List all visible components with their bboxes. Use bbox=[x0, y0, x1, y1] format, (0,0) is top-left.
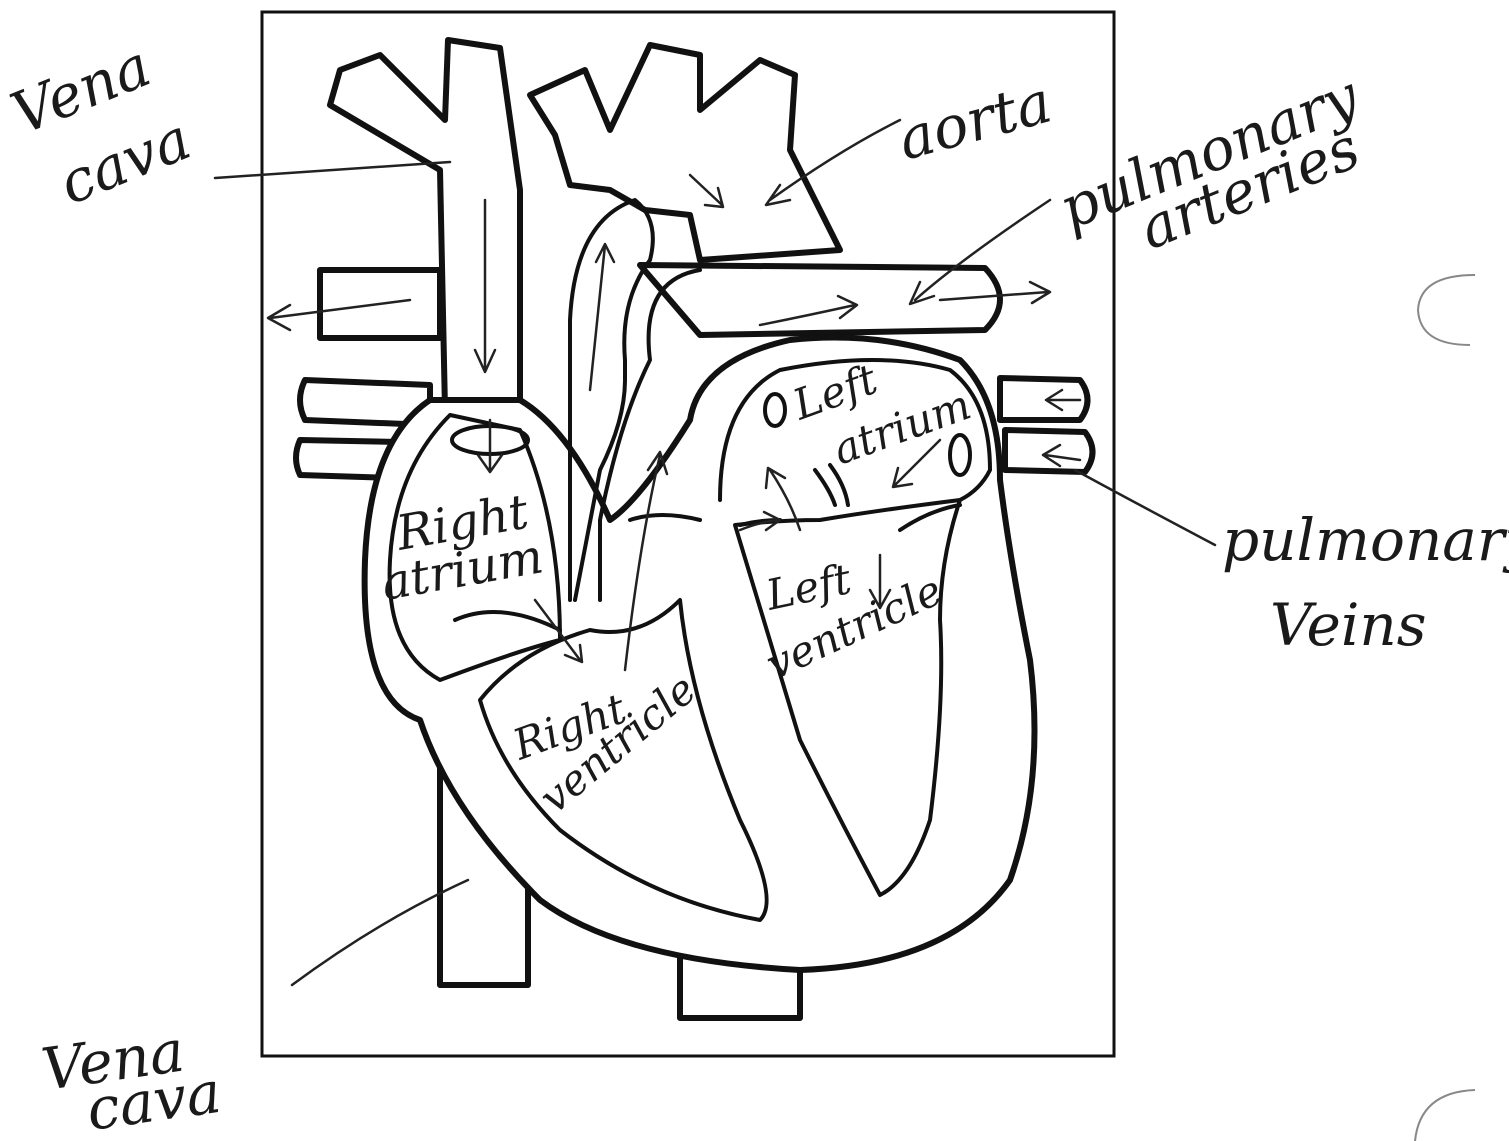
binder-hole-bottom bbox=[1415, 1090, 1475, 1141]
superior-vena-cava bbox=[330, 40, 520, 410]
label-pulmonary-veins-line1: pulmonary bbox=[1222, 506, 1509, 574]
leader-line-vena-cava-top bbox=[215, 162, 450, 178]
label-vena-cava-top: Vena cava bbox=[2, 31, 200, 218]
leader-line-pulmonary-veins bbox=[1075, 470, 1215, 545]
label-aorta: aorta bbox=[891, 68, 1058, 174]
label-pulmonary-veins: pulmonary Veins bbox=[1222, 506, 1509, 659]
aorta-arch bbox=[530, 45, 840, 260]
binder-hole-top bbox=[1418, 275, 1475, 345]
label-vena-cava-bottom: Vena cava bbox=[37, 1017, 225, 1141]
flow-arrow-pt-up bbox=[590, 244, 614, 390]
label-pulmonary-arteries: pulmonary arteries bbox=[1050, 61, 1369, 263]
label-pulmonary-veins-line2: Veins bbox=[1270, 591, 1427, 659]
